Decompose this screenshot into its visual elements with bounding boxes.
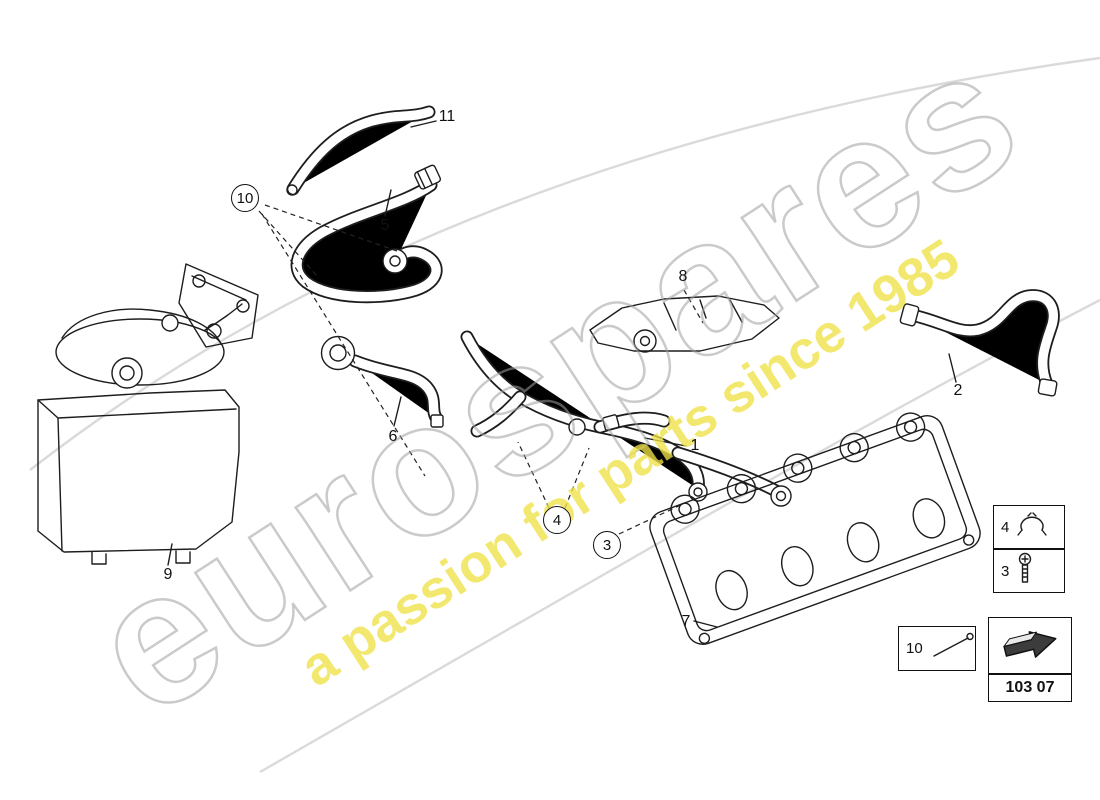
callout-2: 2 bbox=[953, 382, 963, 399]
expansion-tank bbox=[37, 263, 259, 565]
hose-11 bbox=[286, 112, 429, 196]
legend-box-clamp: 4 bbox=[993, 505, 1065, 549]
part-group-code: 103 07 bbox=[988, 674, 1072, 702]
callout-7: 7 bbox=[681, 613, 691, 630]
callout-10: 10 bbox=[231, 184, 259, 212]
engine-cover-bracket bbox=[589, 295, 780, 353]
hose-2 bbox=[899, 296, 1058, 397]
valve-cover bbox=[649, 412, 981, 645]
solid-leader-lines bbox=[167, 120, 957, 628]
hose-clamp-icon bbox=[1015, 511, 1049, 544]
callout-11: 11 bbox=[438, 108, 456, 125]
callout-3: 3 bbox=[593, 531, 621, 559]
callout-5: 5 bbox=[380, 217, 390, 234]
legend-screw-number: 3 bbox=[1001, 562, 1010, 580]
screw-icon bbox=[1015, 552, 1035, 591]
swoosh-curves bbox=[29, 56, 1100, 774]
legend-box-cable-tie: 10 bbox=[898, 626, 976, 671]
callout-9: 9 bbox=[163, 566, 173, 583]
legend-box-screw: 3 bbox=[993, 549, 1065, 593]
callout-4: 4 bbox=[543, 506, 571, 534]
breather-hose-assembly bbox=[467, 337, 792, 507]
callout-8: 8 bbox=[678, 268, 688, 285]
cable-tie-icon bbox=[929, 631, 975, 666]
legend-arrow-box bbox=[988, 617, 1072, 674]
legend-clamp-number: 4 bbox=[1001, 518, 1010, 536]
callout-6: 6 bbox=[388, 428, 398, 445]
legend-cable-tie-number: 10 bbox=[906, 640, 923, 657]
callout-1: 1 bbox=[690, 437, 700, 454]
direction-arrow-icon bbox=[996, 620, 1064, 671]
hose-5 bbox=[297, 164, 441, 296]
hose-6 bbox=[320, 335, 444, 428]
dashed-leader-lines bbox=[258, 204, 704, 535]
